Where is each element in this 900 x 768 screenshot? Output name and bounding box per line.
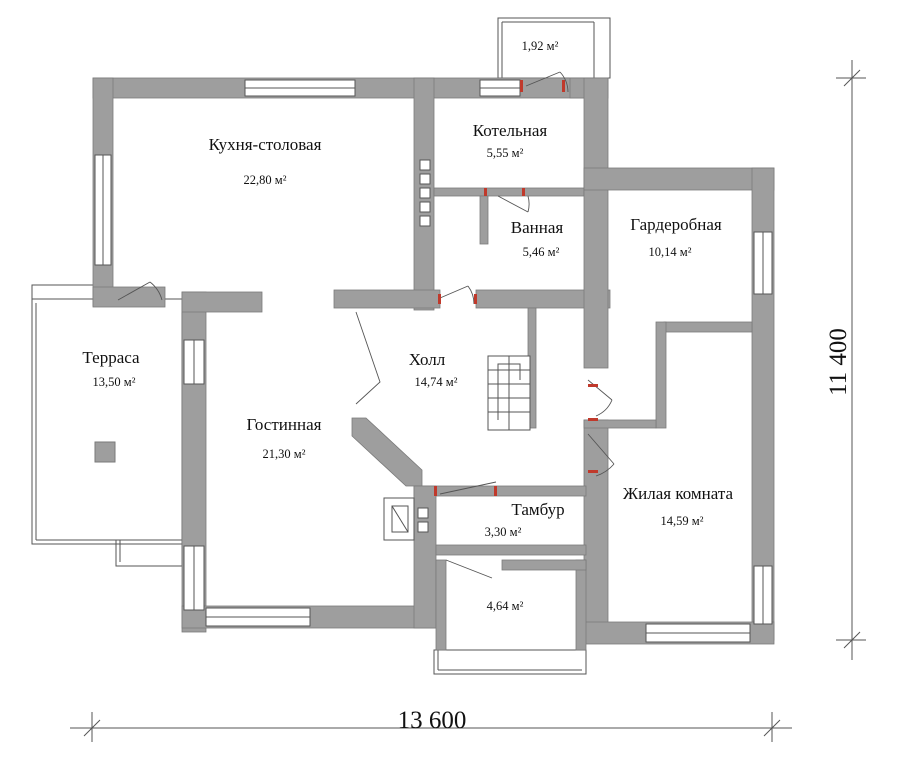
vestibule-name: Тамбур: [511, 500, 564, 519]
kitchen-area: 22,80 м²: [244, 173, 287, 187]
balcony-area-text: 1,92 м²: [522, 39, 559, 53]
wardrobe-name: Гардеробная: [630, 215, 722, 234]
door-markers: [434, 80, 598, 496]
terrace-area-text: 13,50 м²: [93, 375, 136, 389]
boiler-area: 5,55 м²: [487, 146, 524, 160]
hall-area: 14,74 м²: [415, 375, 458, 389]
bedroom-name: Жилая комната: [623, 484, 734, 503]
width-dimension: 13 600: [398, 707, 467, 734]
staircase: [487, 355, 531, 431]
kitchen-name: Кухня-столовая: [209, 135, 322, 154]
terrace-name: Терраса: [82, 348, 140, 367]
terrace-area: [31, 284, 183, 567]
bedroom-area: 14,59 м²: [661, 514, 704, 528]
bathroom-area: 5,46 м²: [523, 245, 560, 259]
porch-area-text: 4,64 м²: [487, 599, 524, 613]
windows: [94, 79, 773, 643]
fireplace: [383, 497, 429, 541]
terrace-column: [94, 441, 116, 463]
porch-area: [433, 649, 587, 675]
living-area: 21,30 м²: [263, 447, 306, 461]
boiler-name: Котельная: [473, 121, 548, 140]
height-dimension: 11 400: [825, 328, 852, 396]
chimney: [419, 159, 431, 227]
vestibule-area: 3,30 м²: [485, 525, 522, 539]
hall-name: Холл: [409, 350, 446, 369]
bathroom-name: Ванная: [511, 218, 564, 237]
doors: [117, 71, 615, 579]
dimension-lines: [70, 60, 866, 742]
wardrobe-area: 10,14 м²: [649, 245, 692, 259]
living-name: Гостинная: [247, 415, 322, 434]
